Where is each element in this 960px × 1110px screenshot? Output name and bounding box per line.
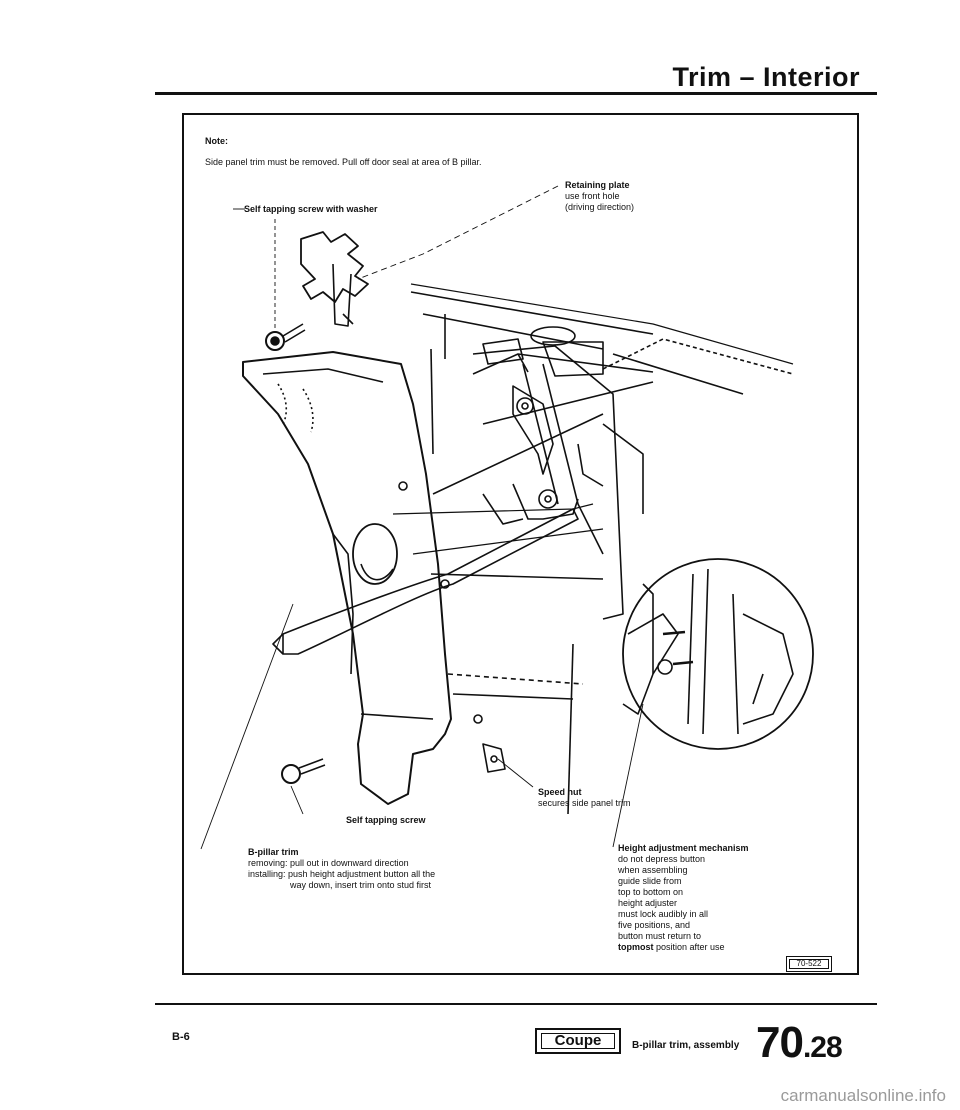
height-adjust-line-2: guide slide from xyxy=(618,876,682,886)
height-adjust-line-0: do not depress button xyxy=(618,854,706,864)
height-adjust-line-1: when assembling xyxy=(618,865,688,875)
retaining-plate-part xyxy=(300,231,369,327)
figure-id-inner-border xyxy=(789,959,829,969)
height-adjust-last-bold: topmost xyxy=(618,942,654,952)
footer-rule xyxy=(155,1003,877,1005)
page-header-title: Trim – Interior xyxy=(672,62,860,92)
retaining-plate-line1: use front hole xyxy=(565,191,620,201)
bpillar-trim-line2: installing: push height adjustment butto… xyxy=(248,869,436,879)
page-reference: B-6 xyxy=(172,1031,190,1043)
b-pillar-trim-part xyxy=(242,351,506,805)
seat-belt-webbing xyxy=(272,508,579,655)
model-badge-label: Coupe xyxy=(554,1032,602,1049)
height-adjust-title: Height adjustment mechanism xyxy=(618,843,749,853)
model-badge-inner-border xyxy=(541,1033,615,1049)
section-number-minor: .28 xyxy=(802,1031,843,1064)
note-label: Note: xyxy=(205,136,228,146)
height-adjust-line-5: must lock audibly in all xyxy=(618,909,709,919)
callout-bpillar-trim: B-pillar trim removing: pull out in down… xyxy=(248,847,435,891)
bpillar-trim-line3: way down, insert trim onto stud first xyxy=(290,880,432,890)
height-adjust-last-rest: position after use xyxy=(653,942,725,952)
figure-frame xyxy=(182,113,859,975)
retaining-plate-title: Retaining plate xyxy=(565,180,630,190)
note-text: Side panel trim must be removed. Pull of… xyxy=(205,157,482,167)
header-rule xyxy=(155,92,877,95)
callout-retaining-plate: Retaining plate use front hole (driving … xyxy=(565,180,634,213)
height-adjust-line-6: five positions, and xyxy=(618,920,691,930)
speed-nut-title: Speed nut xyxy=(538,787,582,797)
watermark: carmanualsonline.info xyxy=(780,1086,946,1105)
footer-caption: B-pillar trim, assembly xyxy=(632,1040,740,1051)
callout-self-tapping-washer: Self tapping screw with washer xyxy=(244,204,378,215)
screw-with-washer-part xyxy=(265,323,306,351)
section-number-major: 70 xyxy=(756,1018,804,1067)
height-adjust-line-7: button must return to xyxy=(618,931,702,941)
self-tapping-washer-title: Self tapping screw with washer xyxy=(244,204,378,214)
door-frame-lines xyxy=(392,283,794,815)
bpillar-trim-line1: removing: pull out in downward direction xyxy=(248,858,409,868)
detail-circle xyxy=(622,558,814,750)
height-adjuster-mechanism xyxy=(482,385,579,525)
retaining-plate-line2: (driving direction) xyxy=(565,202,635,212)
b-pillar-diagram xyxy=(200,185,814,850)
height-adjust-line-4: height adjuster xyxy=(618,898,678,908)
bpillar-trim-title: B-pillar trim xyxy=(248,847,299,857)
section-number: 70.28 xyxy=(756,1018,843,1068)
self-tapping-screw-title: Self tapping screw xyxy=(346,815,426,825)
figure-id-text: 70-522 xyxy=(796,959,822,968)
callout-self-tapping-screw: Self tapping screw xyxy=(346,815,426,826)
leader-lines xyxy=(200,185,644,850)
self-tapping-screw-part xyxy=(281,758,326,784)
figure-id-box: 70-522 xyxy=(786,956,832,972)
height-adjust-line-3: top to bottom on xyxy=(618,887,684,897)
model-badge: Coupe xyxy=(535,1028,621,1054)
speed-nut-line1: secures side panel trim xyxy=(538,798,631,808)
callout-height-adjust: Height adjustment mechanism do not depre… xyxy=(618,843,749,953)
callout-speed-nut: Speed nut secures side panel trim xyxy=(538,787,631,809)
